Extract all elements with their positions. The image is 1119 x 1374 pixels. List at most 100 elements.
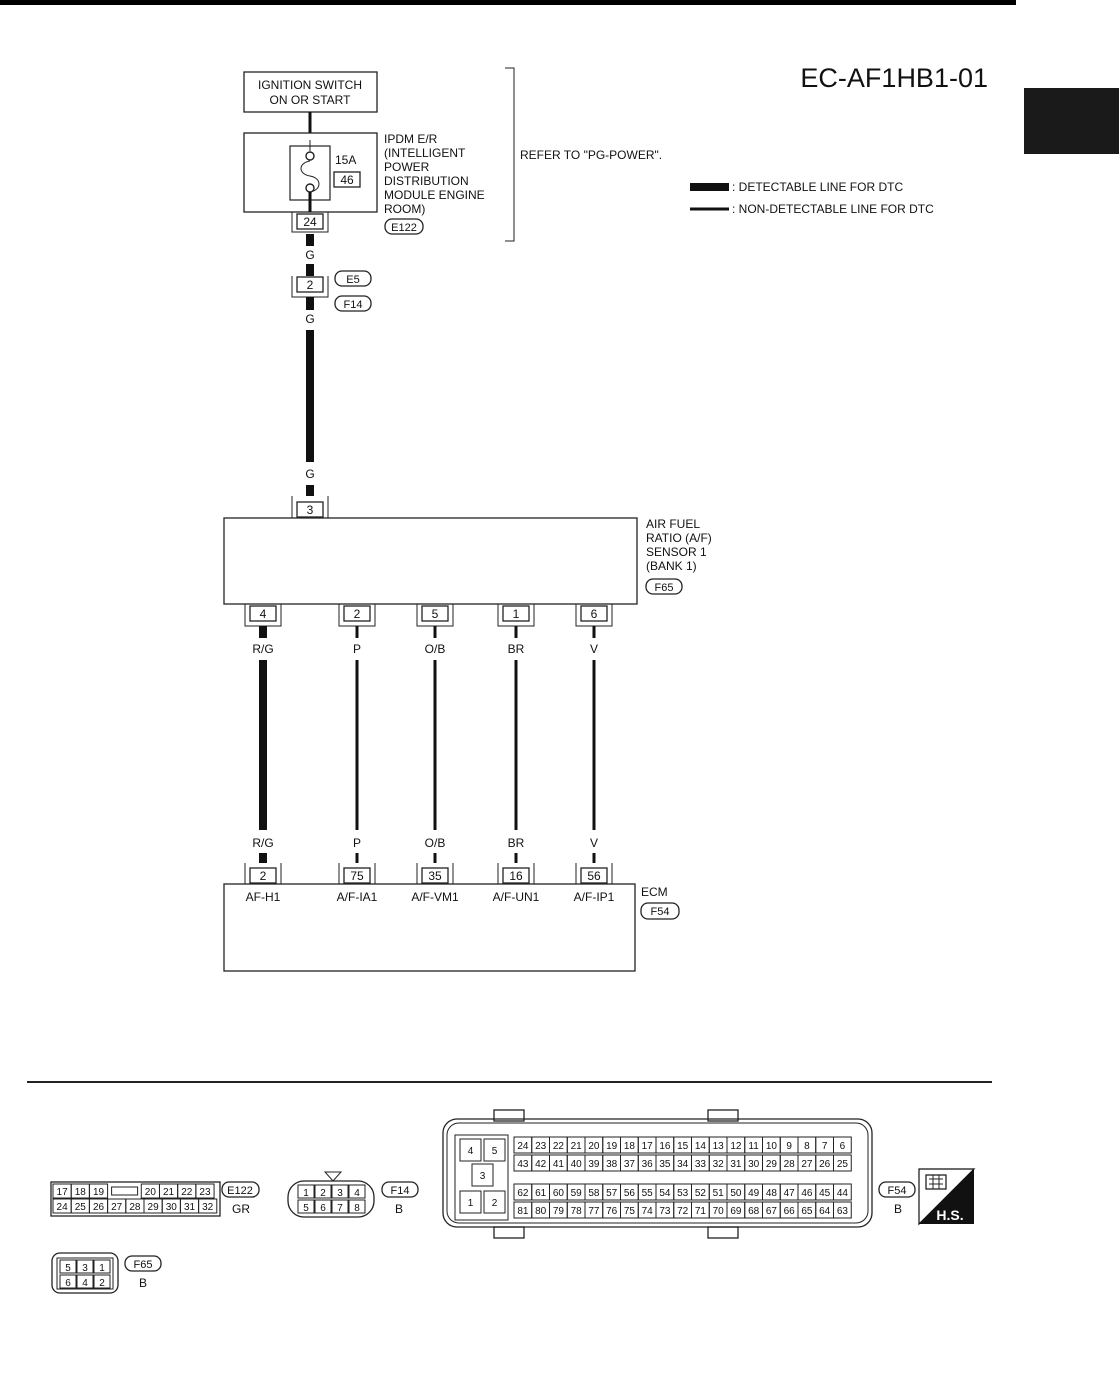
svg-text:31: 31: [184, 1202, 196, 1213]
svg-text:41: 41: [553, 1159, 565, 1170]
svg-text:27: 27: [801, 1159, 813, 1170]
svg-text:69: 69: [730, 1206, 742, 1217]
svg-text:F54: F54: [888, 1185, 907, 1197]
svg-text:25: 25: [837, 1159, 849, 1170]
sensor-box: 3 AIR FUEL RATIO (A/F) SENSOR 1 (BANK 1)…: [223, 496, 712, 605]
svg-text:14: 14: [695, 1141, 707, 1152]
svg-text:30: 30: [748, 1159, 760, 1170]
ecm-pin-label: 56: [587, 869, 601, 883]
wire-color-top: R/G: [252, 642, 273, 656]
sensor-line-0: AIR FUEL: [646, 517, 700, 531]
svg-text:26: 26: [819, 1159, 831, 1170]
signal-wires: 4R/GR/G2AF-H12PP75A/F-IA15O/BO/B35A/F-VM…: [244, 604, 615, 904]
e122-color: GR: [232, 1202, 250, 1216]
wire-color-g2: G: [305, 312, 314, 326]
svg-text:54: 54: [659, 1188, 671, 1199]
svg-text:43: 43: [517, 1159, 529, 1170]
svg-text:52: 52: [695, 1188, 707, 1199]
ecm-pin-label: 16: [509, 869, 523, 883]
ecm-signal-label: A/F-IA1: [337, 890, 378, 904]
svg-text:55: 55: [642, 1188, 654, 1199]
svg-text:23: 23: [199, 1187, 211, 1198]
svg-text:79: 79: [553, 1206, 565, 1217]
svg-text:6: 6: [320, 1203, 326, 1214]
svg-text:81: 81: [517, 1206, 529, 1217]
svg-text:17: 17: [57, 1187, 69, 1198]
joint-connector-bottom: F14: [344, 299, 363, 311]
svg-text:9: 9: [786, 1141, 792, 1152]
ipdm-line-4: MODULE ENGINE: [384, 188, 485, 202]
ecm-signal-label: AF-H1: [246, 890, 281, 904]
svg-text:2: 2: [99, 1278, 105, 1289]
wire-color-bottom: O/B: [425, 836, 446, 850]
svg-text:68: 68: [748, 1206, 760, 1217]
sensor-line-3: (BANK 1): [646, 559, 697, 573]
svg-text:17: 17: [642, 1141, 654, 1152]
sensor-line-1: RATIO (A/F): [646, 531, 712, 545]
svg-text:23: 23: [535, 1141, 547, 1152]
f54-color: B: [894, 1202, 902, 1216]
svg-text:39: 39: [588, 1159, 600, 1170]
svg-text:47: 47: [784, 1188, 796, 1199]
svg-text:18: 18: [75, 1187, 87, 1198]
svg-text:4: 4: [354, 1188, 360, 1199]
svg-text:25: 25: [75, 1202, 87, 1213]
connector-e122-label: E122 GR: [221, 1181, 260, 1216]
svg-text:24: 24: [57, 1202, 69, 1213]
svg-text:4: 4: [82, 1278, 88, 1289]
svg-text:19: 19: [93, 1187, 105, 1198]
svg-text:78: 78: [571, 1206, 583, 1217]
svg-text:19: 19: [606, 1141, 618, 1152]
ecm-signal-label: A/F-VM1: [411, 890, 459, 904]
svg-text:29: 29: [148, 1202, 160, 1213]
svg-text:E122: E122: [227, 1185, 253, 1197]
ecm-signal-label: A/F-IP1: [574, 890, 615, 904]
ecm-box: ECM F54: [223, 883, 680, 972]
svg-text:32: 32: [202, 1202, 214, 1213]
svg-text:80: 80: [535, 1206, 547, 1217]
sensor-pin-label: 1: [513, 607, 520, 621]
svg-text:50: 50: [730, 1188, 742, 1199]
svg-text:51: 51: [713, 1188, 725, 1199]
svg-text:34: 34: [677, 1159, 689, 1170]
svg-text:20: 20: [145, 1187, 157, 1198]
top-border: [0, 0, 1016, 5]
legend: : DETECTABLE LINE FOR DTC : NON-DETECTAB…: [690, 180, 934, 216]
svg-text:30: 30: [166, 1202, 178, 1213]
ignition-line1: IGNITION SWITCH: [258, 78, 362, 92]
svg-text:65: 65: [801, 1206, 813, 1217]
svg-text:46: 46: [801, 1188, 813, 1199]
svg-text:66: 66: [784, 1206, 796, 1217]
svg-text:58: 58: [588, 1188, 600, 1199]
svg-text:48: 48: [766, 1188, 778, 1199]
legend-non-detectable: : NON-DETECTABLE LINE FOR DTC: [732, 202, 934, 216]
svg-text:7: 7: [822, 1141, 828, 1152]
svg-text:5: 5: [303, 1203, 309, 1214]
svg-text:F65: F65: [134, 1259, 153, 1271]
svg-text:F14: F14: [391, 1185, 410, 1197]
f14-color: B: [395, 1202, 403, 1216]
svg-text:35: 35: [659, 1159, 671, 1170]
wire-color-bottom: V: [590, 836, 598, 850]
svg-text:57: 57: [606, 1188, 618, 1199]
fuse-number: 46: [340, 173, 354, 187]
svg-text:49: 49: [748, 1188, 760, 1199]
svg-text:28: 28: [129, 1202, 141, 1213]
svg-text:42: 42: [535, 1159, 547, 1170]
svg-text:64: 64: [819, 1206, 831, 1217]
svg-text:38: 38: [606, 1159, 618, 1170]
svg-text:61: 61: [535, 1188, 547, 1199]
svg-text:37: 37: [624, 1159, 636, 1170]
sensor-terminal-power: 3: [307, 503, 314, 517]
legend-detectable: : DETECTABLE LINE FOR DTC: [732, 180, 903, 194]
svg-text:29: 29: [766, 1159, 778, 1170]
svg-text:36: 36: [642, 1159, 654, 1170]
ipdm-box: 15A 46 IPDM E/R (INTELLIGENT POWER DISTR…: [243, 132, 485, 235]
svg-text:56: 56: [624, 1188, 636, 1199]
wire-color-top: BR: [508, 642, 525, 656]
